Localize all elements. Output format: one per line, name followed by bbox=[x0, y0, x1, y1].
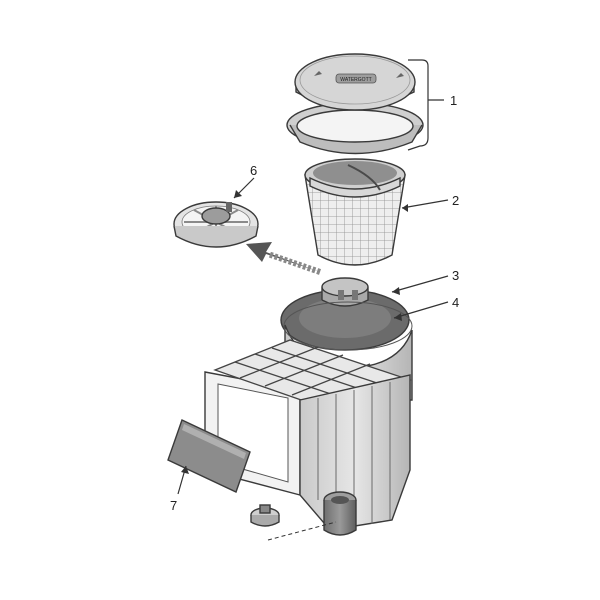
callout-1: 1 bbox=[450, 93, 457, 108]
basket-rim-band bbox=[309, 176, 401, 198]
drain-plug bbox=[250, 504, 337, 541]
leader-2 bbox=[401, 199, 449, 209]
lid-logo-plate bbox=[335, 73, 377, 84]
basket-handle bbox=[347, 164, 381, 191]
skimmer-body bbox=[204, 301, 413, 536]
plug-dashed-line bbox=[267, 521, 337, 541]
skimmer-basket bbox=[304, 158, 406, 266]
lid-assembly: WATERGOTT bbox=[286, 53, 444, 155]
leader-3 bbox=[391, 275, 449, 293]
callout-numbers: 1 2 3 4 6 7 bbox=[170, 93, 459, 513]
collar-ring bbox=[286, 102, 424, 155]
leader-4 bbox=[393, 301, 449, 319]
callout-4: 4 bbox=[452, 295, 459, 310]
callout-6: 6 bbox=[250, 163, 257, 178]
weir-cap-and-gasket bbox=[280, 277, 410, 351]
outlet-port bbox=[323, 491, 357, 536]
callout-7: 7 bbox=[170, 498, 177, 513]
callout-3: 3 bbox=[452, 268, 459, 283]
lid-slot-left bbox=[314, 71, 322, 76]
callout-2: 2 bbox=[452, 193, 459, 208]
lid-slot-right bbox=[396, 73, 404, 78]
skimmer-lid: WATERGOTT bbox=[294, 53, 416, 111]
direction-arrow bbox=[246, 242, 321, 275]
leader-lines bbox=[177, 177, 449, 495]
lid-logo-text: WATERGOTT bbox=[340, 77, 371, 83]
weir-flap bbox=[167, 419, 251, 493]
bracket-1 bbox=[407, 59, 444, 151]
floating-weir bbox=[173, 201, 259, 248]
